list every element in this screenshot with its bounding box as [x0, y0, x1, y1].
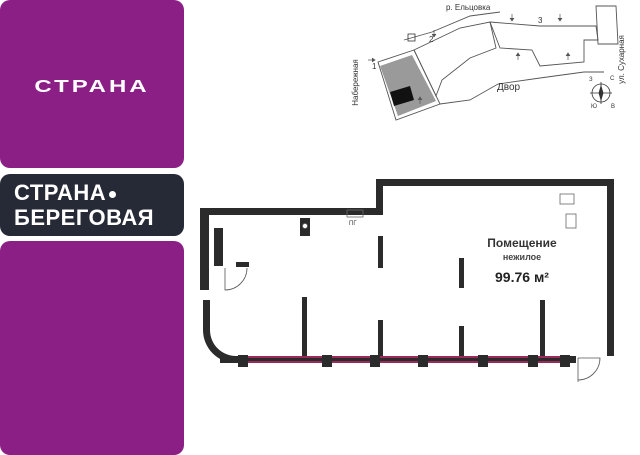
door-swings — [224, 267, 601, 382]
site-plan-map — [368, 5, 619, 121]
building-section-3 — [489, 21, 599, 67]
highlighted-section — [380, 55, 436, 116]
street-label-left: Набережная — [350, 59, 360, 106]
room-type: нежилое — [502, 252, 542, 262]
street-label-top: р. Ельцовка — [446, 3, 491, 12]
fixtures — [302, 193, 577, 229]
rounded-corner-wall — [203, 300, 236, 363]
compass-east-label: В — [611, 104, 616, 110]
section-number-3: 3 — [538, 16, 543, 25]
fixture-label: ПГ — [349, 221, 357, 227]
compass-north-label: С — [610, 76, 615, 82]
window-glazing — [248, 356, 560, 363]
yard-label: Двор — [497, 82, 521, 93]
building-section-2 — [413, 21, 497, 98]
compass-south-label: Ю — [591, 104, 598, 110]
project-name-line1: СТРАНА — [14, 180, 117, 206]
entrance-marker — [407, 33, 416, 42]
section-number-1: 1 — [372, 62, 377, 71]
project-name-word1: СТРАНА — [14, 180, 107, 205]
commercial-unit-marker — [390, 86, 414, 106]
street-label-right: ул. Сухарная — [616, 35, 626, 84]
building-tower — [595, 5, 619, 45]
floor-plan: ПГ — [200, 179, 614, 382]
brand-logo-wordmark: СТРАНА — [34, 76, 150, 97]
project-name-line2: БЕРЕГОВАЯ — [14, 205, 155, 230]
compass-rose-icon — [590, 82, 612, 104]
section-number-2: 2 — [429, 35, 434, 44]
interior-columns — [238, 236, 570, 367]
compass-west-label: З — [589, 77, 593, 83]
brand-color-panel — [0, 241, 184, 455]
brand-logo-panel: СТРАНА — [0, 0, 184, 168]
brand-dot-icon — [109, 191, 117, 198]
room-title: Помещение — [487, 236, 557, 250]
project-name-panel: СТРАНА БЕРЕГОВАЯ — [0, 174, 184, 236]
room-area: 99.76 м² — [495, 269, 549, 285]
